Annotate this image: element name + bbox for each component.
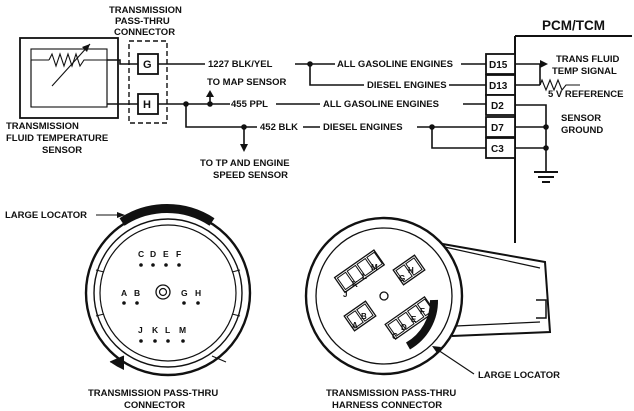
- terminal-d2: D2: [491, 101, 504, 112]
- right-pin-b: B: [361, 312, 367, 321]
- right-pin-j: J: [343, 290, 347, 299]
- right-connector-caption-line2: HARNESS CONNECTOR: [332, 400, 442, 411]
- left-pin-f: F: [176, 249, 181, 259]
- pass-thru-title-line1: TRANSMISSION: [109, 5, 182, 16]
- left-connector-caption-line2: CONNECTOR: [124, 400, 185, 411]
- right-pin-f: F: [420, 307, 425, 316]
- ground-symbol: [534, 171, 558, 183]
- right-pin-d: D: [401, 323, 407, 332]
- to-tp-label-line2: SPEED SENSOR: [213, 170, 288, 181]
- right-pin-h: H: [408, 266, 414, 275]
- sensor-ground-label-line1: SENSOR: [561, 113, 601, 124]
- terminal-d13: D13: [489, 81, 508, 92]
- left-pin-h: H: [195, 288, 201, 298]
- sensor-ground-label-line2: GROUND: [561, 125, 603, 136]
- wire-ppl-label: 455 PPL: [231, 99, 268, 110]
- right-pin-l: L: [362, 272, 367, 281]
- left-pin-a: A: [121, 288, 127, 298]
- left-connector-pin-dots: [122, 263, 200, 343]
- right-pin-k: K: [352, 280, 358, 289]
- left-pin-b: B: [134, 288, 140, 298]
- right-pin-m: M: [371, 263, 378, 272]
- all-gas-engines-label-2: ALL GASOLINE ENGINES: [323, 99, 439, 110]
- sensor-title-line2: FLUID TEMPERATURE: [6, 133, 108, 144]
- pin-g-label: G: [143, 59, 152, 71]
- large-locator-label-right: LARGE LOCATOR: [478, 370, 560, 381]
- diesel-engines-label-2: DIESEL ENGINES: [323, 122, 403, 133]
- pin-h-label: H: [143, 99, 151, 111]
- pcm-terminal-block: [485, 53, 516, 159]
- left-pin-d: D: [150, 249, 156, 259]
- pass-thru-title-line2: PASS-THRU: [115, 16, 170, 27]
- sensor-title-line1: TRANSMISSION: [6, 121, 79, 132]
- left-pin-e: E: [163, 249, 169, 259]
- left-pin-c: C: [138, 249, 144, 259]
- trans-fluid-label-line1: TRANS FLUID: [556, 54, 619, 65]
- terminal-d7: D7: [491, 123, 504, 134]
- right-pin-g: G: [399, 274, 405, 283]
- left-pin-m: M: [179, 325, 186, 335]
- left-connector-caption-line1: TRANSMISSION PASS-THRU: [88, 388, 218, 399]
- harness-connector: [304, 216, 552, 376]
- sensor-title-line3: SENSOR: [42, 145, 82, 156]
- pcm-tcm-title: PCM/TCM: [542, 18, 605, 33]
- left-pin-k: K: [152, 325, 159, 335]
- right-pin-c: C: [392, 332, 398, 341]
- pass-thru-connector-face: [84, 204, 252, 377]
- terminal-c3: C3: [491, 144, 504, 155]
- right-pin-a: A: [352, 321, 358, 330]
- pass-thru-connector-outline: [128, 40, 168, 124]
- right-pin-e: E: [411, 315, 417, 324]
- left-pin-j: J: [138, 325, 143, 335]
- to-tp-label-line1: TO TP AND ENGINE: [200, 158, 290, 169]
- right-connector-caption-line1: TRANSMISSION PASS-THRU: [326, 388, 456, 399]
- to-map-sensor-label: TO MAP SENSOR: [207, 77, 286, 88]
- left-pin-g: G: [181, 288, 188, 298]
- trans-fluid-label-line2: TEMP SIGNAL: [552, 66, 617, 77]
- left-pin-l: L: [165, 325, 170, 335]
- diesel-engines-label-1: DIESEL ENGINES: [367, 80, 447, 91]
- all-gas-engines-label-1: ALL GASOLINE ENGINES: [337, 59, 453, 70]
- fluid-temperature-sensor: [19, 37, 119, 119]
- five-volt-reference-label: 5 V REFERENCE: [548, 89, 624, 100]
- wire-blk-label: 452 BLK: [260, 122, 298, 133]
- pass-thru-title-line3: CONNECTOR: [114, 27, 175, 38]
- large-locator-label-left: LARGE LOCATOR: [5, 210, 87, 221]
- terminal-d15: D15: [489, 60, 508, 71]
- wire-blk-yel-label: 1227 BLK/YEL: [208, 59, 273, 70]
